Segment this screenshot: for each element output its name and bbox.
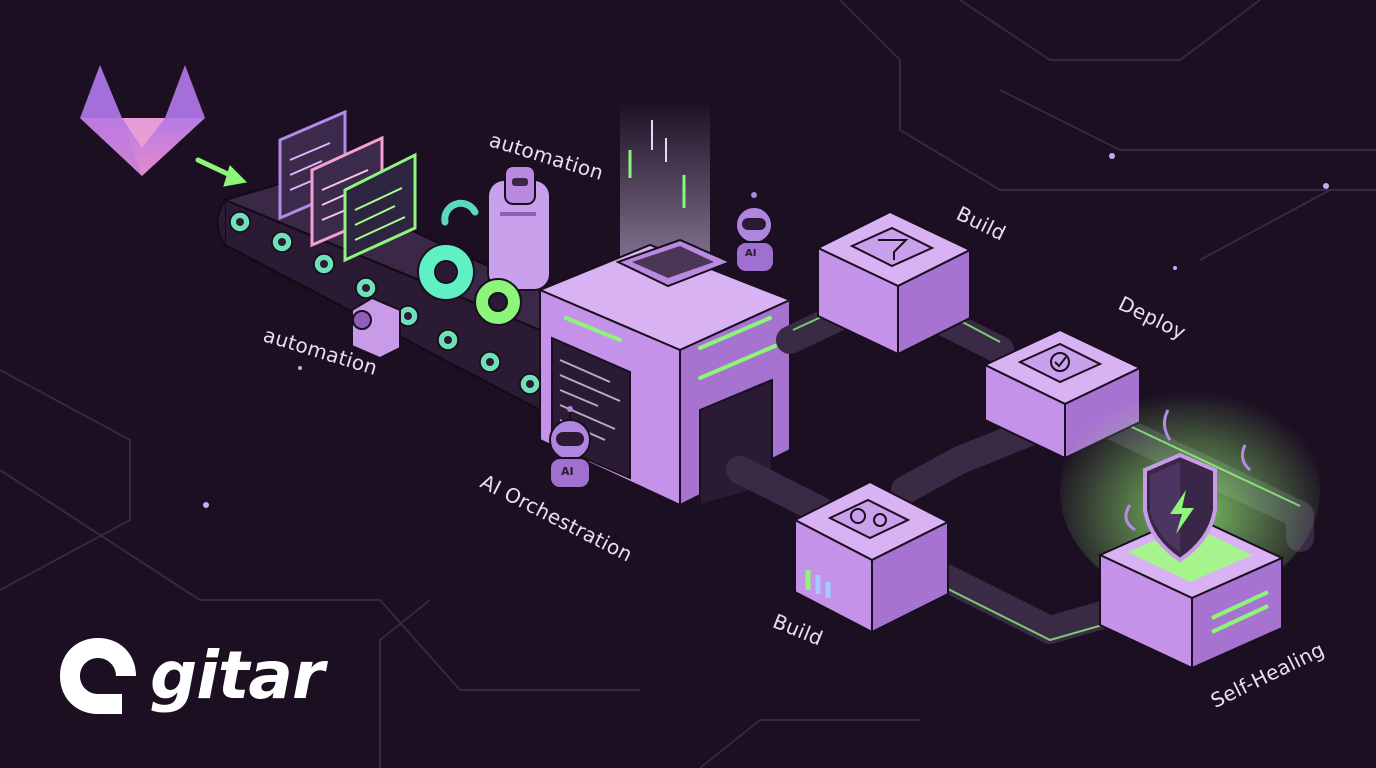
arrow-icon [195,157,248,187]
robot-arm-icon [487,165,551,291]
build-module-bottom [792,480,951,634]
build-module-top [815,210,973,356]
robot-badge-top: AI [745,248,757,259]
energy-wisps [1124,409,1252,532]
robot-icon-bottom [549,406,591,489]
settings-gears-icon [850,508,887,527]
funnel-icon [878,239,909,260]
check-circle-icon [1050,352,1070,372]
shield-lightning-icon [1143,452,1217,563]
code-window-icon-3 [343,152,417,263]
scanner-device-icon [351,296,401,360]
gear-icon-large [417,243,475,301]
robot-icon-top [735,192,775,273]
gitar-logo-icon [60,638,136,714]
gitlab-fox-logo-icon [80,65,205,176]
robot-badge-bottom: AI [561,465,574,478]
deploy-module [982,328,1143,460]
belt-gear-holes [236,218,534,388]
sparkle-dots [203,153,1329,508]
brand-name: gitar [150,637,325,714]
gear-icon-small [474,278,522,326]
gitar-brand: gitar [52,628,332,724]
